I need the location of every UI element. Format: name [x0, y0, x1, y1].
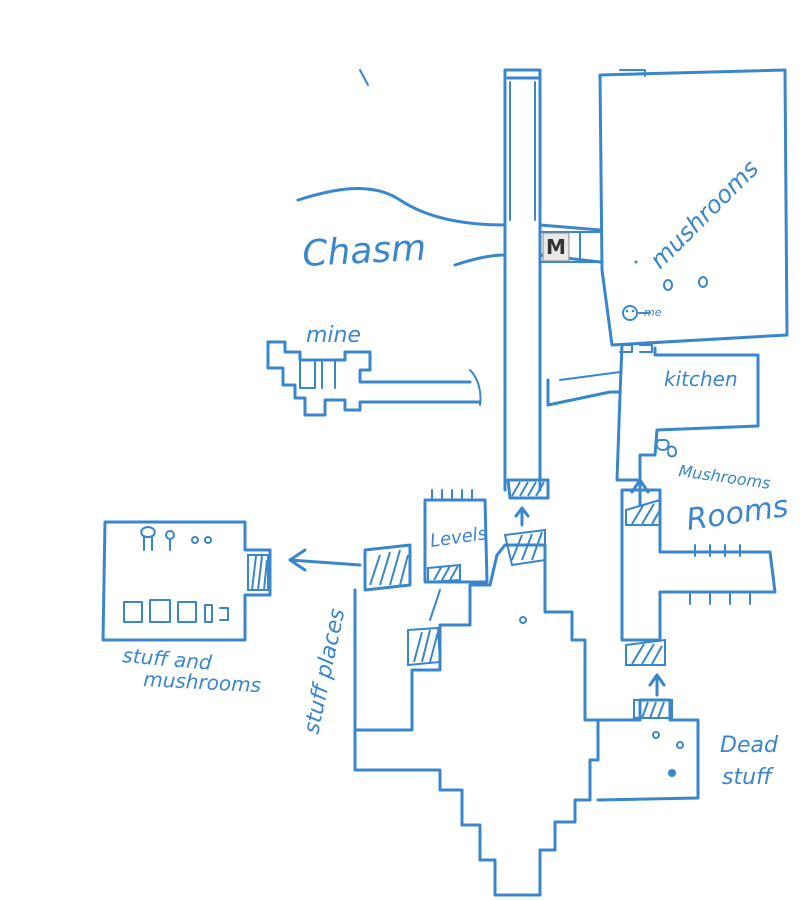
kitchen-label: kitchen: [664, 367, 738, 391]
dead-label: Dead: [720, 733, 779, 758]
chasm-label: Chasm: [301, 228, 427, 275]
mine-area: [266, 340, 482, 417]
central-corridor: [503, 68, 542, 492]
rooms-area: [620, 478, 777, 666]
stuff-label: stuff: [722, 765, 774, 790]
me-icon: [622, 305, 651, 321]
mushrooms-caption-label: mushrooms: [143, 667, 262, 697]
dead-stuff-room: [596, 673, 700, 802]
mushroom-icon-cluster: [634, 260, 708, 291]
position-marker: M: [542, 232, 570, 262]
levels-room: [423, 489, 489, 584]
stuff-and-mushrooms-room: [101, 520, 362, 642]
stuff-places-area: [353, 543, 442, 752]
kitchen-room: [546, 343, 760, 482]
mushroom-icon-kitchen: [655, 439, 677, 458]
marker-letter: M: [546, 235, 566, 259]
rooms-label: Rooms: [684, 489, 790, 538]
mushrooms-label: mushrooms: [644, 154, 764, 274]
levels-label: Levels: [429, 523, 489, 552]
central-cave: [353, 478, 600, 897]
stuff-places-label: stuff places: [299, 606, 350, 736]
kitchen-mushrooms-label: Mushrooms: [677, 461, 771, 493]
me-label: me: [644, 306, 662, 319]
mushrooms-room: [539, 68, 789, 347]
mine-label: mine: [306, 323, 361, 348]
